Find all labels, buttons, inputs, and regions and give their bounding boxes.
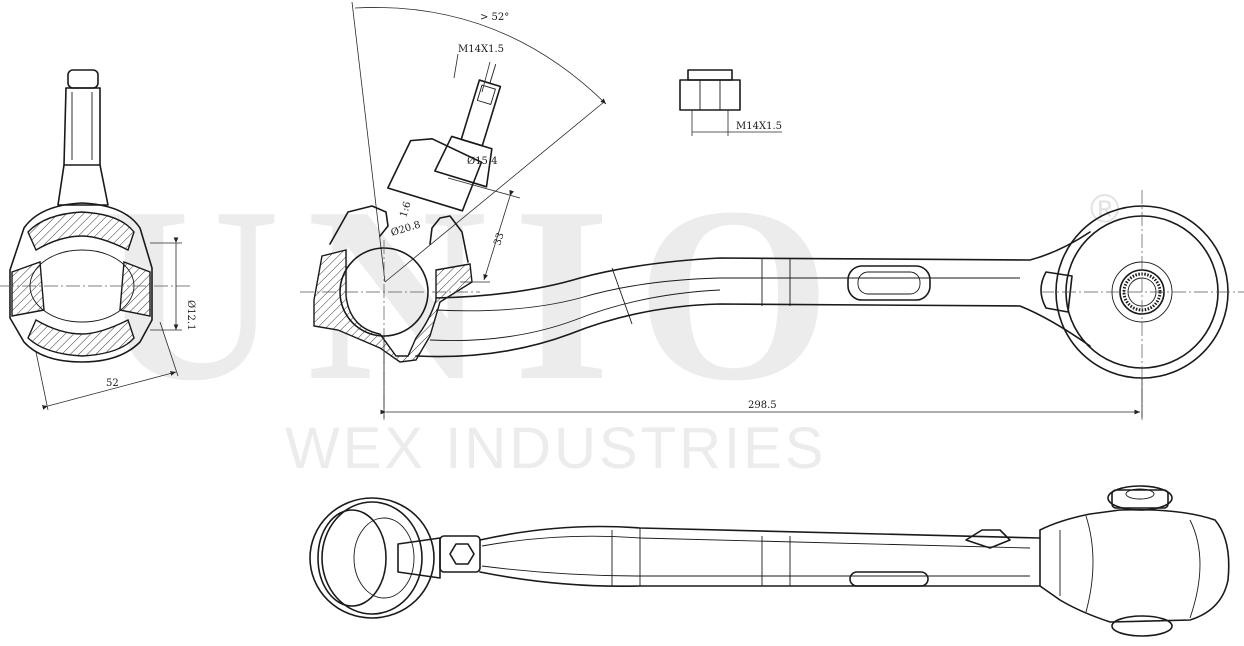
dim-total-length: 298.5 — [748, 400, 777, 411]
dim-stud-thread: M14X1.5 — [458, 44, 504, 55]
dim-nut-thread: M14X1.5 — [736, 121, 782, 132]
watermark: UNIO ® WEX INDUSTRIES — [100, 156, 1119, 481]
dim-taper: 1:6 — [398, 200, 413, 219]
dim-height: 33 — [492, 231, 506, 246]
dim-angle: > 52° — [480, 12, 509, 23]
dim-bushing-diameter: Ø12.1 — [185, 300, 196, 330]
dim-bushing-width: 52 — [106, 378, 119, 389]
control-arm-bottom-view — [309, 485, 1230, 637]
watermark-registered-mark: ® — [1090, 187, 1119, 231]
watermark-brand: UNIO — [100, 156, 857, 433]
watermark-company: WEX INDUSTRIES — [285, 416, 827, 481]
dim-top-diameter: Ø15.4 — [467, 156, 497, 167]
nut-view: M14X1.5 — [679, 69, 782, 136]
bushing-side-view: Ø12.1 52 — [0, 69, 196, 411]
